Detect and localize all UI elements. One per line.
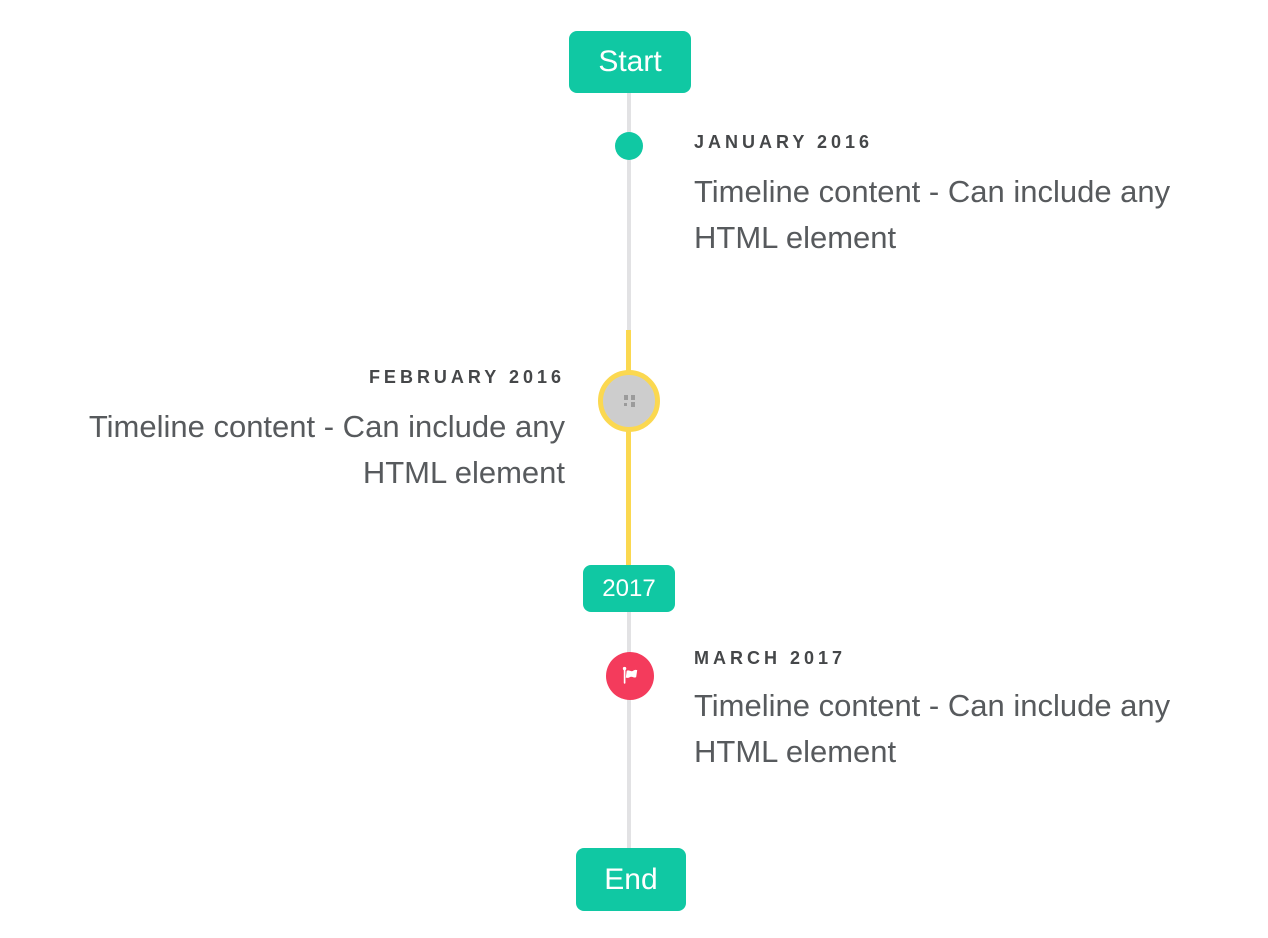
item-content-january-2016: Timeline content - Can include any HTML … xyxy=(694,174,1171,255)
flag-icon xyxy=(622,666,637,684)
start-button[interactable]: Start xyxy=(569,31,691,93)
item-title-january-2016: JANUARY 2016 xyxy=(694,132,874,152)
item-content-march-2017: Timeline content - Can include any HTML … xyxy=(694,688,1171,769)
item-content-february-2016: Timeline content - Can include any HTML … xyxy=(88,409,565,490)
item-title-february-2016: FEBRUARY 2016 xyxy=(368,367,565,387)
january-marker-dot xyxy=(615,132,643,160)
march-marker-flag-circle[interactable] xyxy=(606,652,654,700)
end-button[interactable]: End xyxy=(576,848,686,911)
broken-image-icon xyxy=(623,394,635,407)
year-badge-2017[interactable]: 2017 xyxy=(583,565,675,612)
item-title-march-2017: MARCH 2017 xyxy=(694,648,847,668)
february-marker-image-circle[interactable] xyxy=(598,370,660,432)
timeline-line-highlight-segment xyxy=(626,330,631,566)
